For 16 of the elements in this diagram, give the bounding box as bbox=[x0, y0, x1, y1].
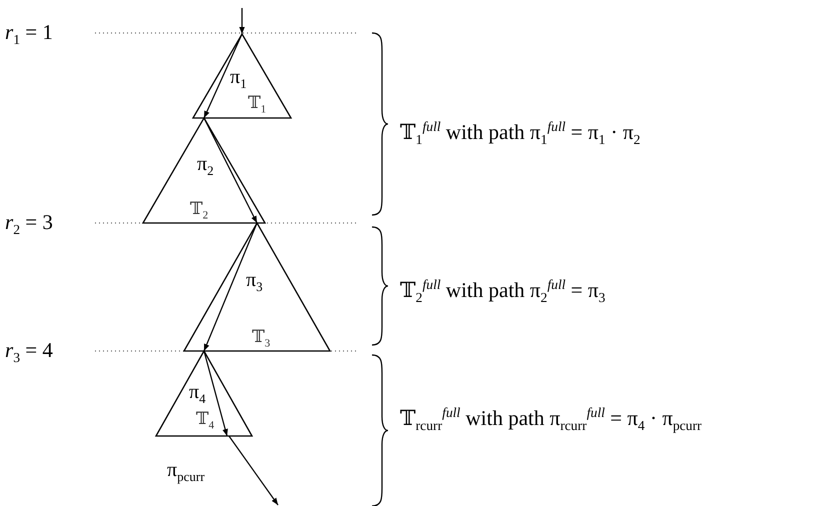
level-label: r$_{3}$ = 4 bbox=[5, 340, 53, 365]
tree-label: 𝕋$_{2}$ bbox=[190, 200, 208, 222]
level-label: r$_{2}$ = 3 bbox=[5, 212, 53, 237]
tree-label: 𝕋$_{3}$ bbox=[252, 328, 270, 350]
arrow bbox=[203, 222, 258, 352]
tree-label: 𝕋$_{4}$ bbox=[196, 410, 214, 432]
arrow bbox=[239, 8, 245, 34]
brace-annotation: 𝕋$_{2}$$^{full}$ with path π$_{2}$$^{full}$ = π$_{3}$ bbox=[400, 278, 606, 305]
tree-label: 𝕋$_{1}$ bbox=[248, 94, 266, 116]
arrow bbox=[228, 436, 278, 506]
level-label: r$_{1}$ = 1 bbox=[5, 22, 53, 47]
brace-annotation: 𝕋$_{rcurr}$$^{full}$ with path π$_{rcurr}$$^{full}$ = π$_{4}$ · π$_{pcurr}$ bbox=[400, 406, 702, 433]
arrow bbox=[203, 34, 243, 118]
arrow bbox=[203, 350, 228, 436]
arrow bbox=[203, 118, 258, 224]
brace-annotation: 𝕋$_{1}$$^{full}$ with path π$_{1}$$^{full}$ = π$_{1}$ · π$_{2}$ bbox=[400, 120, 640, 147]
